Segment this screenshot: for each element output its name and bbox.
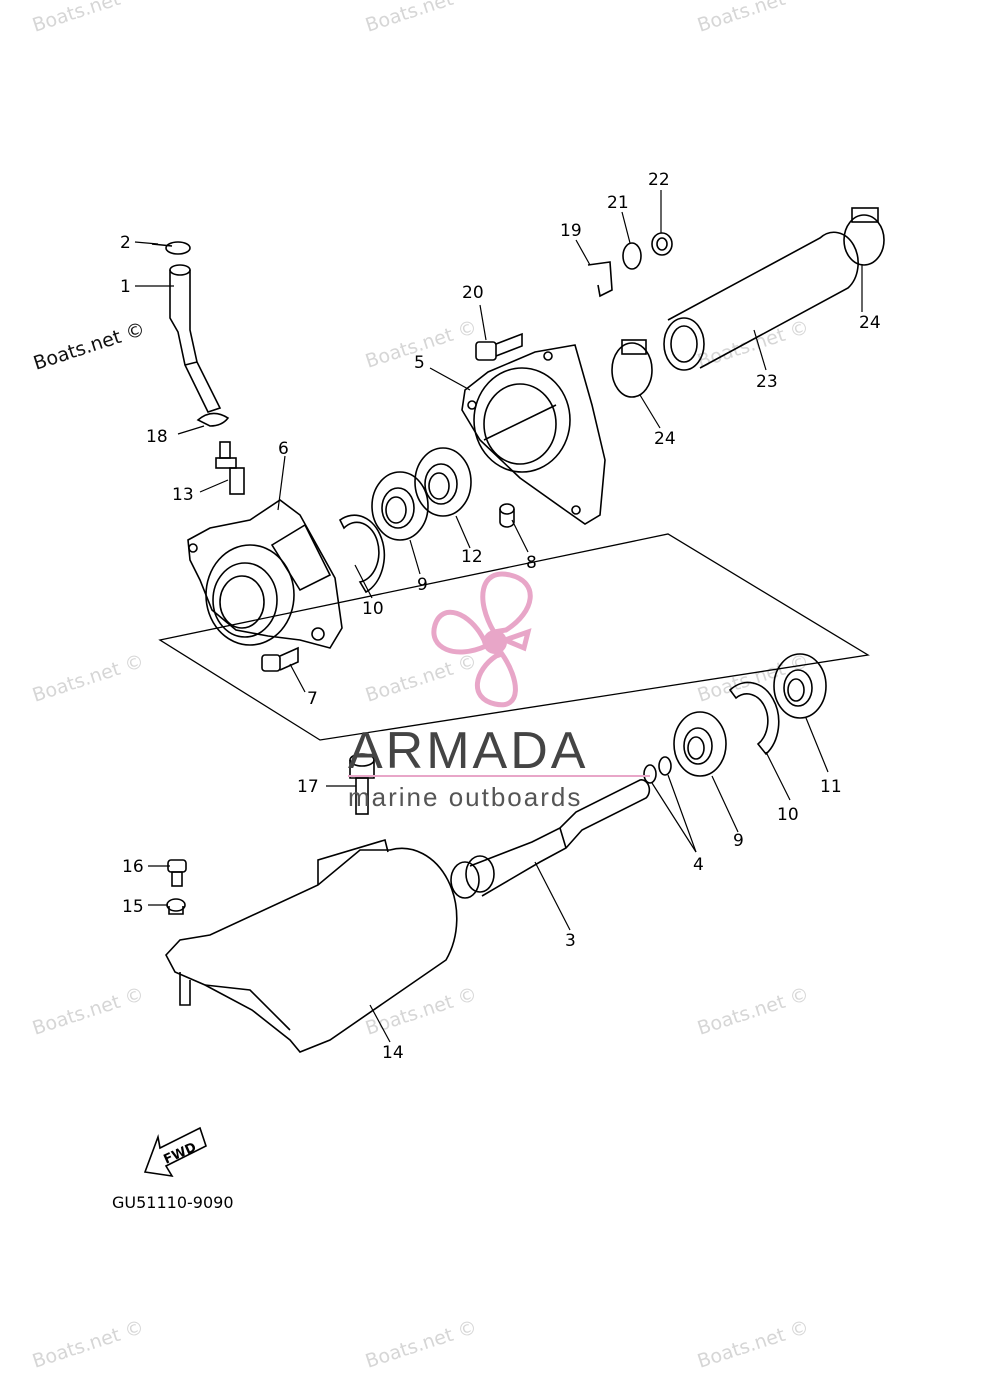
watermark-text: Boats.net © [30,0,147,37]
callout-9-upper: 9 [417,575,428,595]
callout-1: 1 [120,277,131,297]
watermark-text: Boats.net © [695,983,812,1040]
clip-part [196,412,230,427]
pin-part [499,503,515,528]
callout-21: 21 [607,193,629,213]
brand-watermark: ARMADA marine outboards [348,571,650,812]
callout-24-right: 24 [859,313,881,333]
circlip-part [728,681,780,756]
callout-10-lower: 10 [777,805,799,825]
intake-housing-part [461,344,606,525]
bearing-part [371,471,429,541]
callout-22: 22 [648,170,670,190]
callout-10-upper: 10 [362,599,384,619]
propeller-logo-icon [431,571,533,708]
bearing-housing-part [187,499,343,649]
bolt-part [167,859,187,887]
watermark-text: Boats.net © [695,0,812,37]
callout-9-lower: 9 [733,831,744,851]
watermark-text: Boats.net © [363,650,480,707]
circlip-part [338,514,386,594]
callout-12: 12 [461,547,483,567]
collar-part [166,898,186,915]
brand-tagline: marine outboards [348,782,582,812]
callout-2: 2 [120,233,131,253]
callout-labels: 1 2 3 4 5 6 7 8 9 9 10 10 11 12 13 14 15… [120,170,881,1063]
watermark-text: Boats.net © [30,983,147,1040]
callout-8: 8 [526,553,537,573]
callout-23: 23 [756,372,778,392]
watermark-text: Boats.net © [695,316,812,373]
watermark-text: Boats.net © [695,650,812,707]
hose-part [151,241,222,413]
assembly-frame [158,533,870,741]
brand-name: ARMADA [348,722,588,780]
bearing-part [773,653,827,719]
shaft-cover-part [165,838,458,1053]
callout-18: 18 [146,427,168,447]
callout-14: 14 [382,1043,404,1063]
watermark-text: Boats.net © [363,1316,480,1373]
watermark-text: Boats.net © [363,983,480,1040]
o-ring-part [643,764,657,784]
drive-shaft-part [450,779,651,899]
watermark-text-dark: Boats.net © [31,318,148,375]
callout-13: 13 [172,485,194,505]
callout-17: 17 [297,777,319,797]
callout-15: 15 [122,897,144,917]
watermark-text: Boats.net © [30,1316,147,1373]
callout-6: 6 [278,439,289,459]
washer-part [622,242,642,270]
forward-arrow-icon: FWD [143,1126,207,1178]
plug-part [349,753,375,815]
leader-lines [134,190,863,1043]
hose-clamp-part [843,207,885,266]
seal-part [414,447,472,517]
callout-7: 7 [307,689,318,709]
watermark-text: Boats.net © [363,0,480,37]
callout-11: 11 [820,777,842,797]
watermark-text: Boats.net © [30,650,147,707]
diagram-code: GU51110-9090 [112,1193,234,1212]
callout-19: 19 [560,221,582,241]
bolt-part [261,646,299,672]
nut-part [651,232,673,256]
callout-5: 5 [414,353,425,373]
bracket-part [587,261,613,298]
watermark-text: Boats.net © [695,1316,812,1373]
fitting-part [215,441,245,495]
hose-pipe-part [663,231,859,371]
callout-16: 16 [122,857,144,877]
callout-3: 3 [565,931,576,951]
hose-clamp-part [611,339,653,398]
bearing-part [673,711,727,777]
callout-4: 4 [693,855,704,875]
o-ring-part [658,756,672,776]
callout-24-left: 24 [654,429,676,449]
bolt-part [475,332,523,361]
callout-20: 20 [462,283,484,303]
